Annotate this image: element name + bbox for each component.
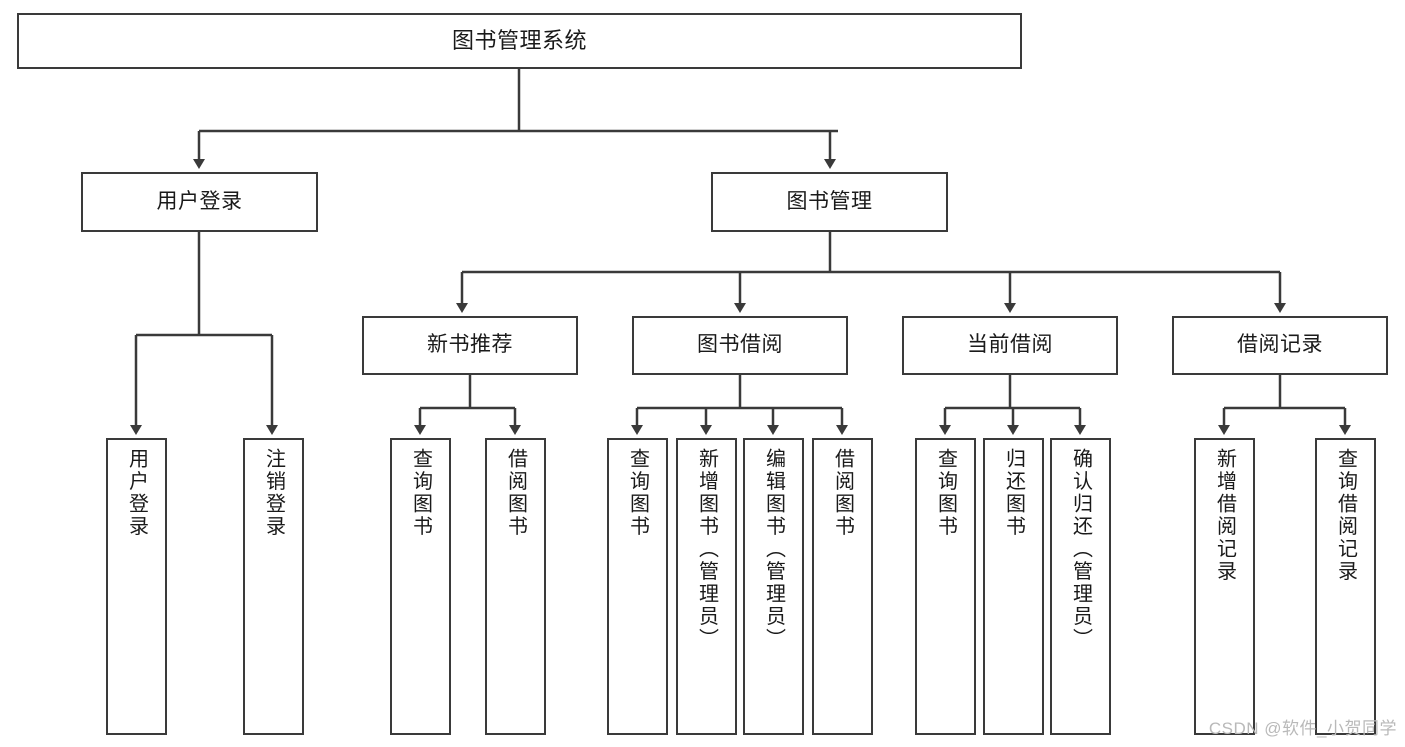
node-user-login[interactable]: 用户登录 (81, 172, 318, 232)
node-root-book-management-system[interactable]: 图书管理系统 (17, 13, 1022, 69)
node-leaf-query-book-3-label: 查询图书 (934, 448, 957, 538)
node-book-manage[interactable]: 图书管理 (711, 172, 948, 232)
node-new-book-recommend-label: 新书推荐 (427, 333, 513, 357)
node-book-borrow[interactable]: 图书借阅 (632, 316, 848, 375)
node-new-book-recommend[interactable]: 新书推荐 (362, 316, 578, 375)
node-leaf-user-login[interactable]: 用户登录 (106, 438, 167, 735)
node-leaf-confirm-return-admin[interactable]: 确认归还（管理员） (1050, 438, 1111, 735)
node-borrow-record-label: 借阅记录 (1237, 333, 1323, 357)
node-leaf-add-book-admin-label: 新增图书（管理员） (695, 448, 718, 651)
node-book-manage-label: 图书管理 (786, 189, 873, 213)
node-leaf-query-book-2[interactable]: 查询图书 (607, 438, 668, 735)
node-leaf-query-book-3[interactable]: 查询图书 (915, 438, 976, 735)
node-leaf-user-logout[interactable]: 注销登录 (243, 438, 304, 735)
node-leaf-query-book-1-label: 查询图书 (409, 448, 432, 538)
node-leaf-edit-book-admin-label: 编辑图书（管理员） (762, 448, 785, 651)
node-borrow-record[interactable]: 借阅记录 (1172, 316, 1388, 375)
node-leaf-borrow-book-2[interactable]: 借阅图书 (812, 438, 873, 735)
node-leaf-user-logout-label: 注销登录 (262, 448, 285, 538)
node-leaf-borrow-book-2-label: 借阅图书 (831, 448, 854, 538)
node-leaf-return-book-label: 归还图书 (1002, 448, 1025, 538)
node-leaf-add-borrow-record[interactable]: 新增借阅记录 (1194, 438, 1255, 735)
node-leaf-return-book[interactable]: 归还图书 (983, 438, 1044, 735)
node-leaf-query-borrow-record-label: 查询借阅记录 (1334, 448, 1357, 583)
node-leaf-user-login-label: 用户登录 (125, 448, 148, 538)
node-leaf-borrow-book-1-label: 借阅图书 (504, 448, 527, 538)
node-leaf-query-book-2-label: 查询图书 (626, 448, 649, 538)
node-book-borrow-label: 图书借阅 (697, 333, 783, 357)
node-root-label: 图书管理系统 (451, 28, 587, 54)
node-leaf-add-borrow-record-label: 新增借阅记录 (1213, 448, 1236, 583)
node-leaf-add-book-admin[interactable]: 新增图书（管理员） (676, 438, 737, 735)
node-leaf-confirm-return-admin-label: 确认归还（管理员） (1069, 448, 1092, 651)
node-leaf-query-borrow-record[interactable]: 查询借阅记录 (1315, 438, 1376, 735)
node-leaf-query-book-1[interactable]: 查询图书 (390, 438, 451, 735)
node-leaf-borrow-book-1[interactable]: 借阅图书 (485, 438, 546, 735)
node-current-borrow-label: 当前借阅 (967, 333, 1053, 357)
node-leaf-edit-book-admin[interactable]: 编辑图书（管理员） (743, 438, 804, 735)
node-current-borrow[interactable]: 当前借阅 (902, 316, 1118, 375)
node-user-login-label: 用户登录 (156, 189, 243, 213)
